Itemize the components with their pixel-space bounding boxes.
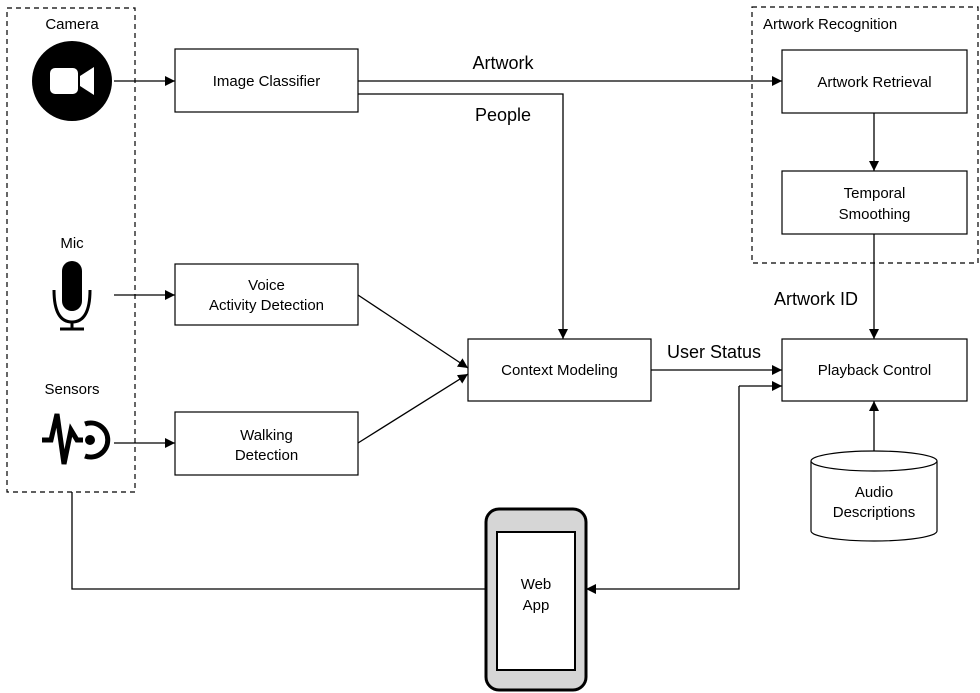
arrow-classifier-to-context xyxy=(358,93,568,339)
web-app-label-line1: Web xyxy=(521,576,552,593)
edge-label-artwork: Artwork xyxy=(472,53,534,73)
context-modeling-label: Context Modeling xyxy=(501,362,618,379)
sensors-label: Sensors xyxy=(44,381,99,398)
walking-detection-label-line2: Detection xyxy=(235,447,298,464)
database-cylinder-icon xyxy=(810,450,938,542)
arrow-voice-to-context xyxy=(357,294,469,369)
walking-detection-label-line1: Walking xyxy=(240,427,293,444)
heartbeat-sensor-icon xyxy=(42,413,111,465)
smartphone-icon xyxy=(484,507,588,692)
audio-descriptions-label-line1: Audio xyxy=(855,484,893,501)
mic-label: Mic xyxy=(60,235,84,252)
audio-descriptions-label-line2: Descriptions xyxy=(833,504,916,521)
temporal-smoothing-label-line1: Temporal xyxy=(844,185,906,202)
voice-activity-label-line1: Voice xyxy=(248,277,285,294)
playback-control-box xyxy=(781,338,968,402)
edge-label-user-status: User Status xyxy=(667,342,761,362)
input-sensors-group xyxy=(6,7,136,493)
arrow-playback-to-webapp xyxy=(586,386,740,594)
web-app-label-line2: App xyxy=(523,597,550,614)
image-classifier-label: Image Classifier xyxy=(213,73,321,90)
microphone-icon xyxy=(52,261,92,331)
edge-label-artwork-id: Artwork ID xyxy=(774,289,858,309)
artwork-recognition-group xyxy=(751,6,979,264)
connectors xyxy=(71,76,879,594)
camera-label: Camera xyxy=(45,16,99,33)
voice-activity-box xyxy=(174,263,359,326)
playback-control-label: Playback Control xyxy=(818,362,931,379)
artwork-retrieval-box xyxy=(781,49,968,114)
voice-activity-label-line2: Activity Detection xyxy=(209,297,324,314)
temporal-smoothing-box xyxy=(781,170,968,235)
video-camera-icon xyxy=(32,41,112,121)
edge-label-people: People xyxy=(475,105,531,125)
temporal-smoothing-label-line2: Smoothing xyxy=(839,206,911,223)
arrow-walking-to-context xyxy=(357,373,469,444)
artwork-retrieval-label: Artwork Retrieval xyxy=(817,74,931,91)
line-sensors-to-webapp xyxy=(71,492,486,590)
image-classifier-box xyxy=(174,48,359,113)
artwork-recognition-label: Artwork Recognition xyxy=(763,16,897,33)
